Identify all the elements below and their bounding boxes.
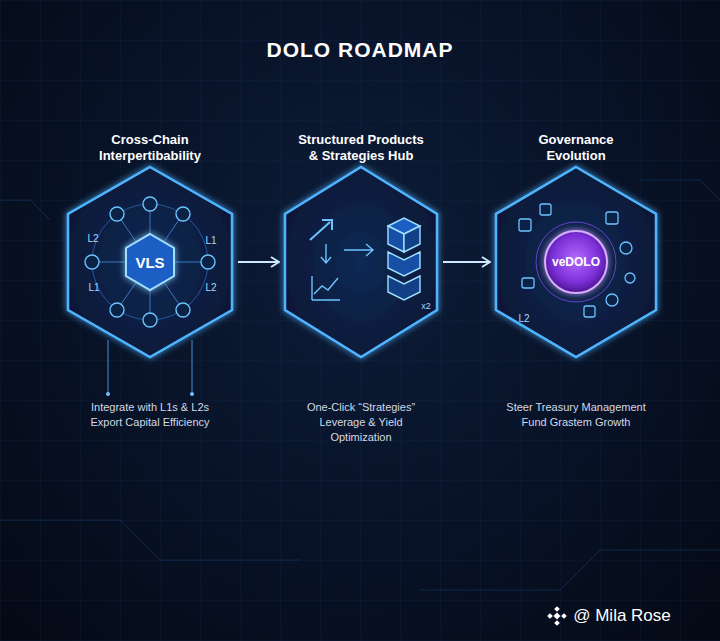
stage-heading: Cross-Chain Interpertibability — [68, 128, 232, 164]
chain-label: L2 — [205, 282, 216, 293]
vedolo-token — [545, 231, 607, 293]
diagram-title: DOLO ROADMAP — [0, 38, 720, 62]
flow-arrow — [238, 261, 279, 263]
chain-label: L2 — [518, 313, 529, 324]
stage-heading: Structured Products & Strategies Hub — [285, 128, 437, 164]
leader-line — [108, 340, 109, 394]
hexagon-outline — [68, 167, 232, 357]
stage-description: Integrate with L1s & L2s Export Capital … — [68, 400, 232, 430]
watermark: @ Mila Rose — [573, 606, 671, 626]
chain-label: L1 — [205, 235, 216, 246]
multiplier-label: x2 — [421, 301, 431, 311]
flow-arrow — [443, 261, 490, 263]
chain-icons — [85, 197, 215, 327]
stacked-cubes — [388, 218, 420, 300]
chain-label: L2 — [87, 233, 98, 244]
roadmap-stage: Structured Products & Strategies HubOne-… — [285, 128, 437, 445]
vls-core — [126, 234, 174, 290]
leader-dot — [106, 392, 110, 396]
leader-line — [192, 340, 193, 394]
core-label: VLS — [135, 254, 164, 271]
hexagon-outline — [496, 167, 656, 357]
network-spokes — [92, 204, 208, 320]
token-label: veDOLO — [552, 255, 600, 269]
roadmap-stage: Governance EvolutionSteer Treasury Manag… — [496, 128, 656, 430]
strategy-icons — [310, 220, 373, 300]
leader-dot — [190, 392, 194, 396]
gov-ring — [536, 222, 616, 302]
governance-icons — [519, 204, 635, 317]
chain-label: L1 — [88, 282, 99, 293]
hexagon-outline — [285, 167, 437, 357]
roadmap-stage: Cross-Chain InterpertibabilityIntegrate … — [68, 128, 232, 430]
stage-description: Steer Treasury Management Fund Grastem G… — [496, 400, 656, 430]
stage-description: One-Click “Strategies” Leverage & Yield … — [285, 400, 437, 445]
network-ring — [92, 204, 208, 320]
watermark-icon — [547, 606, 567, 626]
stage-heading: Governance Evolution — [496, 128, 656, 164]
